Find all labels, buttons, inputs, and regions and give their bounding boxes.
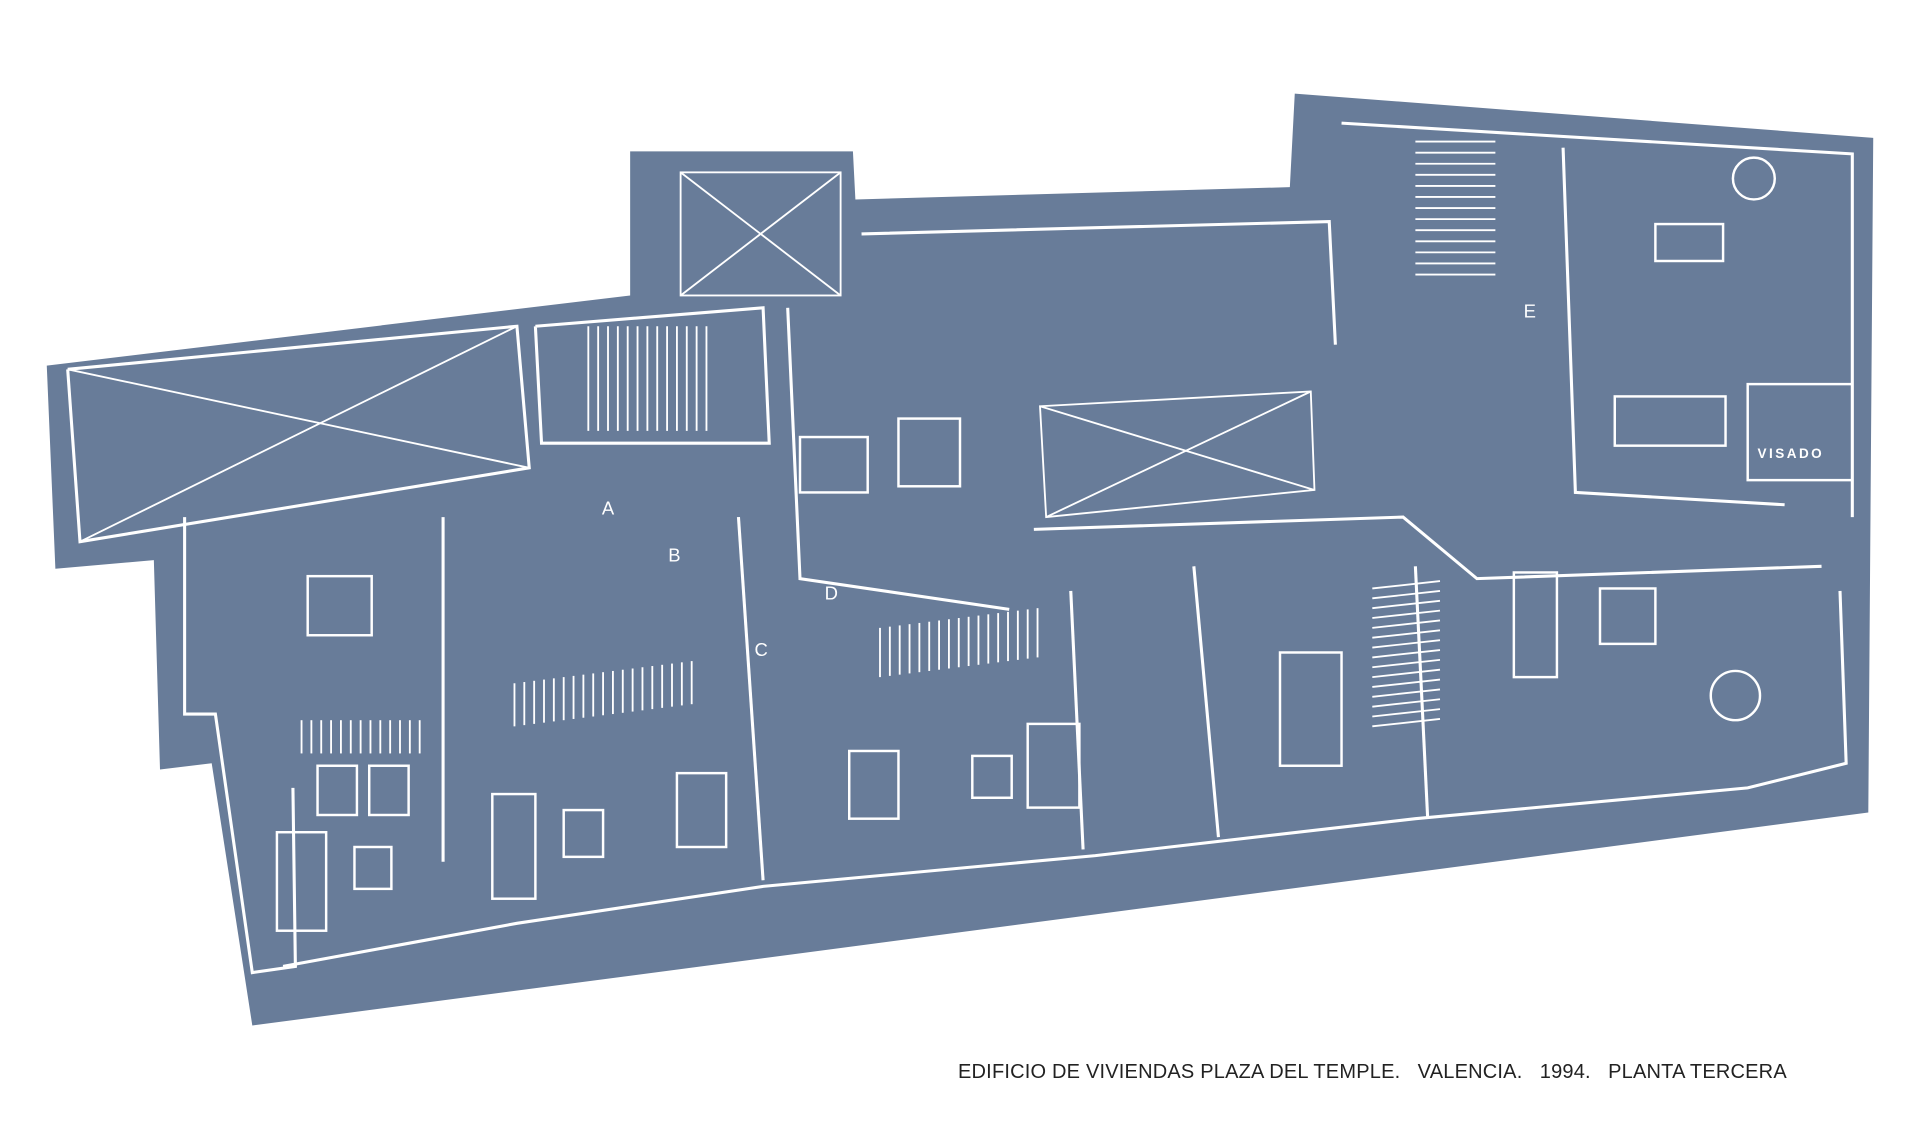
caption-floor: PLANTA TERCERA — [1608, 1061, 1787, 1083]
stair-tread — [1372, 698, 1441, 708]
stair-tread — [1372, 718, 1441, 728]
stair-tread — [1372, 590, 1441, 600]
room-label-d: D — [825, 583, 838, 604]
stair-tread — [1372, 678, 1441, 688]
stair-tread — [1372, 649, 1441, 659]
caption-city: VALENCIA. — [1417, 1061, 1523, 1083]
stair-tread — [1372, 619, 1441, 629]
stair-tread — [1372, 639, 1441, 649]
stair-tread — [1372, 668, 1441, 679]
furniture — [275, 156, 1777, 932]
stair-tread — [1372, 708, 1441, 718]
walls — [66, 121, 1854, 975]
room-label-b: B — [668, 544, 680, 565]
stair-tread — [1372, 658, 1441, 669]
room-label-c: C — [754, 639, 767, 660]
stair-tread — [1372, 629, 1441, 639]
stair-tread — [1372, 580, 1441, 590]
approval-stamp: VISADO — [1746, 382, 1854, 482]
room-label-a: A — [602, 498, 615, 519]
room-labels: A B C D E — [602, 301, 1536, 661]
stair-tread — [1372, 688, 1441, 698]
light-wells — [67, 171, 1316, 543]
stamp-text: VISADO — [1758, 446, 1825, 461]
plan-caption: EDIFICIO DE VIVIENDAS PLAZA DEL TEMPLE. … — [958, 1061, 1787, 1084]
caption-project: EDIFICIO DE VIVIENDAS PLAZA DEL TEMPLE. — [958, 1061, 1401, 1083]
stair-tread — [1372, 609, 1441, 619]
room-label-e: E — [1524, 301, 1536, 322]
stair-tread — [1372, 599, 1441, 610]
building-outline — [46, 93, 1874, 1026]
stairs — [300, 140, 1496, 754]
caption-year: 1994. — [1539, 1061, 1591, 1083]
